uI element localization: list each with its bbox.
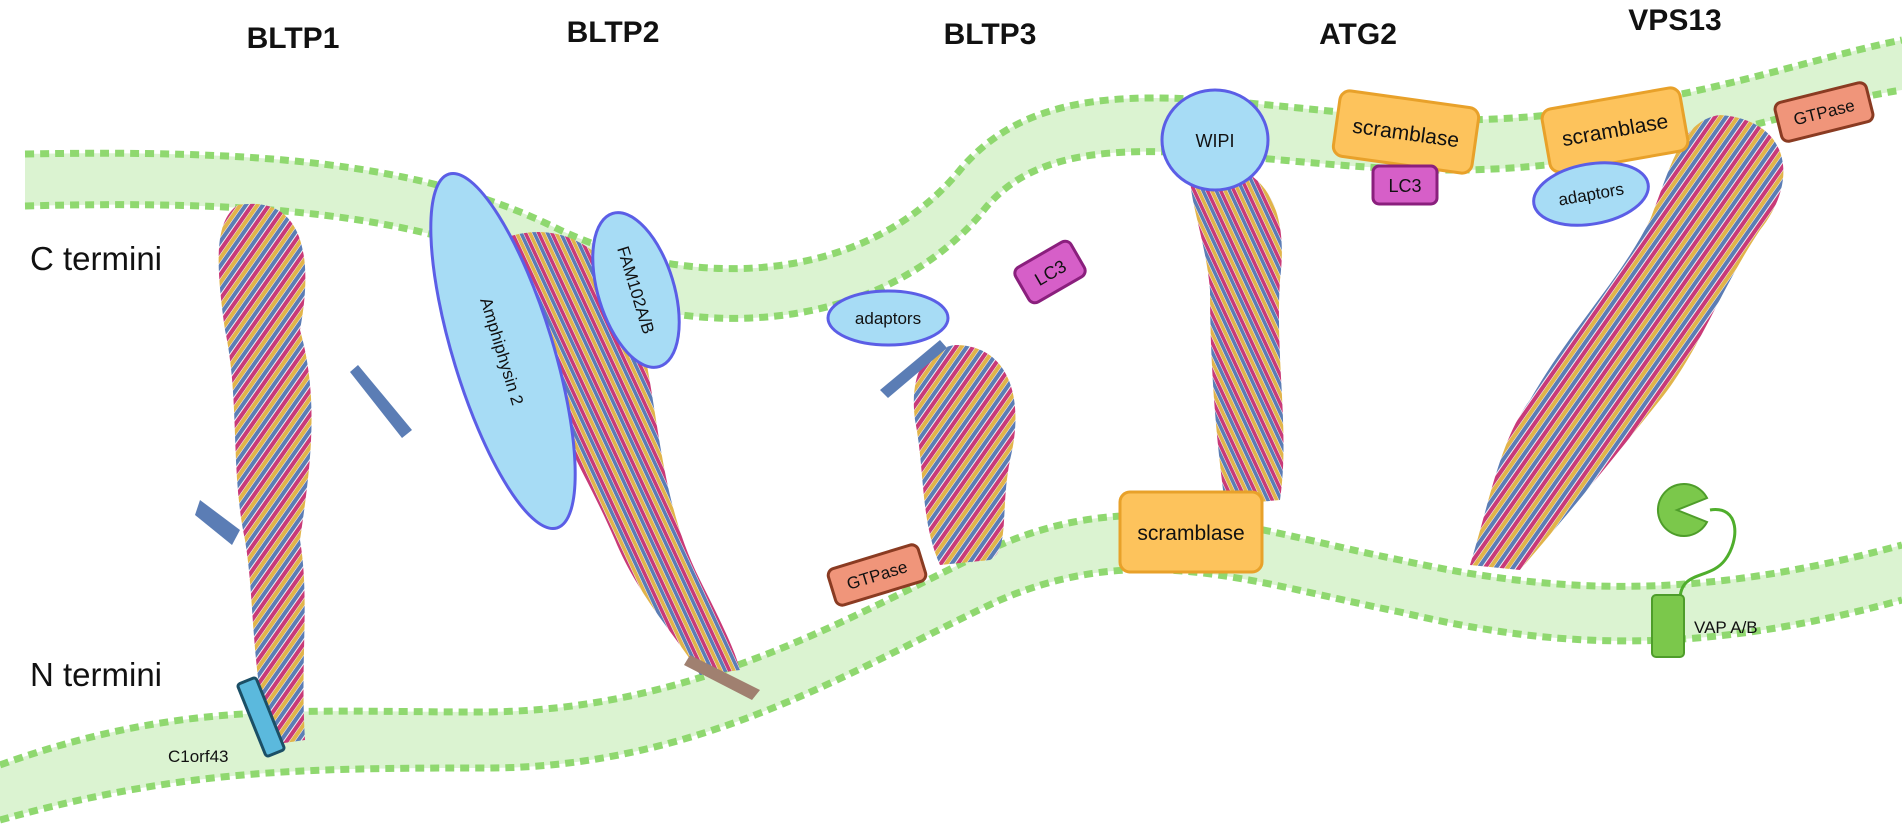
c1orf43-transmembrane [236, 676, 286, 758]
vps13-adaptors-ellipse [1532, 161, 1650, 227]
vap-transmembrane [1651, 594, 1685, 658]
bltp1-protein-structure [195, 203, 412, 745]
title-vps13: VPS13 [1628, 4, 1721, 37]
title-bltp3: BLTP3 [944, 18, 1037, 51]
lower-membrane-band [0, 515, 1902, 820]
atg2-scramblase-bottom-label: scramblase [1137, 522, 1244, 545]
atg2-rod [1190, 160, 1284, 505]
atg2-lc3-label: LC3 [1388, 176, 1421, 196]
atg2-lc3-box [1371, 164, 1439, 206]
title-bltp2: BLTP2 [567, 16, 660, 49]
bltp1-rod [218, 203, 312, 745]
bltp2-protein-structure [494, 232, 760, 700]
vap-linker [1678, 508, 1737, 601]
bltp2-tail-helix [684, 655, 760, 700]
vap-label: VAP A/B [1694, 618, 1758, 637]
amphiphysin2-ellipse [429, 171, 577, 531]
bltp1-left-helices [195, 500, 240, 545]
bltp3-gtpase-box [826, 543, 928, 607]
atg2-scramblase-bottom-box [1118, 490, 1264, 574]
c1orf43-label: C1orf43 [168, 747, 228, 766]
bltp3-adaptors-label: adaptors [855, 309, 921, 328]
vap-pacman-domain [1657, 483, 1709, 537]
bltp3-protein-structure [880, 340, 1016, 565]
vps13-rod [1470, 115, 1784, 570]
bltp3-lc3-box [1013, 239, 1087, 305]
bltp3-rod [913, 345, 1016, 565]
c-termini-label: C termini [30, 240, 162, 277]
vps13-protein-structure [1470, 115, 1784, 570]
title-atg2: ATG2 [1319, 18, 1397, 51]
bltp1-side-helices [350, 365, 412, 438]
title-bltp1: BLTP1 [247, 22, 340, 55]
bltp3-adaptors-ellipse [826, 289, 950, 347]
bltp2-rod [494, 232, 740, 676]
vps13-scramblase-box [1540, 86, 1690, 174]
n-termini-label: N termini [30, 656, 162, 693]
lower-membrane-bottom-edge [0, 566, 1902, 824]
fam102-ellipse [591, 211, 681, 369]
atg2-wipi-label: WIPI [1196, 131, 1235, 151]
vps13-gtpase-box [1773, 81, 1875, 143]
atg2-wipi-ellipse [1160, 88, 1270, 192]
atg2-protein-structure [1190, 160, 1284, 505]
bltp3-helix [880, 340, 947, 398]
